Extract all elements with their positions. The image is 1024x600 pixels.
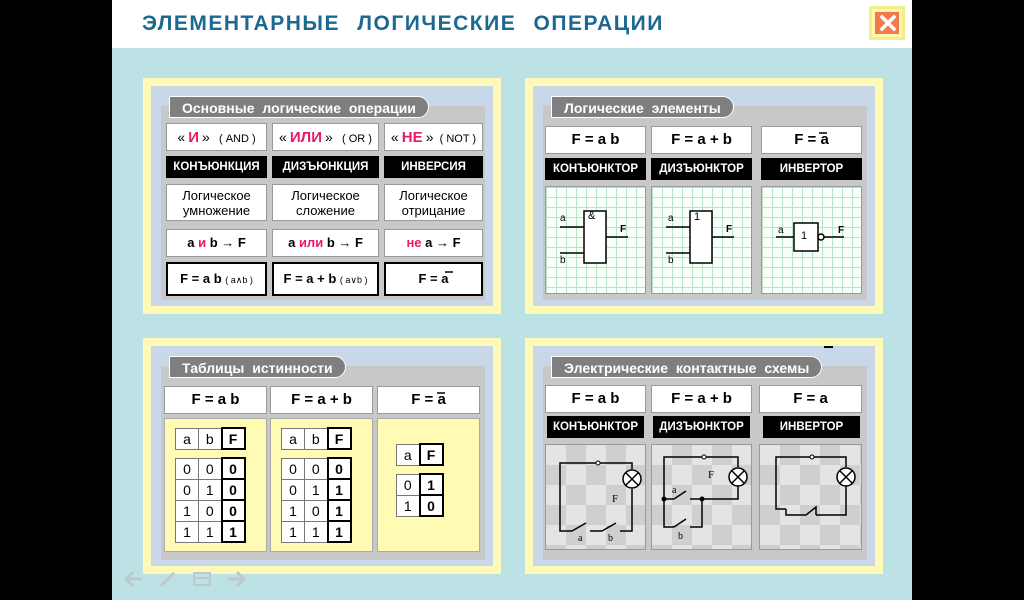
op-and-label: « И » ( AND ) xyxy=(166,123,267,151)
panel-basic-operations: Основные логические операции « И » ( AND… xyxy=(143,78,501,314)
term-disjunction: ДИЗЪЮНКЦИЯ xyxy=(272,156,379,178)
panel-header: Логические элементы xyxy=(551,96,734,118)
expr-and: a и b → F xyxy=(166,229,267,257)
truth-formula-and: F = a b xyxy=(164,386,267,414)
circuit-formula-and: F = a b xyxy=(545,385,646,413)
circuit-formula-not: F = a xyxy=(759,385,862,413)
term-inverter: ИНВЕРТОР xyxy=(761,158,862,180)
series-circuit-diagram: F a b xyxy=(545,444,646,550)
and-gate-diagram: & a b F xyxy=(545,186,646,294)
truth-formula-or: F = a + b xyxy=(270,386,373,414)
menu-icon[interactable] xyxy=(192,570,212,593)
element-formula-and: F = a b xyxy=(545,126,646,154)
or-gate-icon xyxy=(666,210,734,264)
panel-contact-circuits: Электрические контактные схемы F = a b К… xyxy=(525,338,883,574)
panel-header: Таблицы истинности xyxy=(169,356,346,378)
series-circuit-icon xyxy=(559,460,642,532)
panel-logic-elements: Логические элементы F = a b КОНЪЮНКТОР &… xyxy=(525,78,883,314)
panel-header: Основные логические операции xyxy=(169,96,429,118)
page-title: ЭЛЕМЕНТАРНЫЕ ЛОГИЧЕСКИЕ ОПЕРАЦИИ xyxy=(142,12,664,35)
parallel-circuit-diagram: F a b xyxy=(651,444,752,550)
parallel-circuit-icon xyxy=(661,454,748,528)
formula-or: F = a + b ( a∨b ) xyxy=(272,262,379,296)
divider xyxy=(824,346,833,348)
inverter-circuit-diagram xyxy=(759,444,862,550)
truth-formula-not: F = a xyxy=(377,386,480,414)
or-gate-diagram: 1 a b F xyxy=(651,186,752,294)
pen-icon[interactable] xyxy=(158,570,178,593)
circuit-term-conjunctor: КОНЪЮНКТОР xyxy=(547,416,644,438)
circuit-term-inverter: ИНВЕРТОР xyxy=(763,416,860,438)
and-gate-icon xyxy=(560,210,628,264)
term-disjunctor: ДИЗЪЮНКТОР xyxy=(651,158,752,180)
not-gate-diagram: 1 a F xyxy=(761,186,862,294)
close-button[interactable] xyxy=(869,6,905,40)
circuit-formula-or: F = a + b xyxy=(651,385,752,413)
element-formula-or: F = a + b xyxy=(651,126,752,154)
op-or-label: « ИЛИ » ( OR ) xyxy=(272,123,379,151)
expr-not: не a → F xyxy=(384,229,483,257)
formula-not: F = a xyxy=(384,262,483,296)
formula-and: F = a b ( a∧b ) xyxy=(166,262,267,296)
slide: ЭЛЕМЕНТАРНЫЕ ЛОГИЧЕСКИЕ ОПЕРАЦИИ Основны… xyxy=(112,0,912,600)
panel-truth-tables: Таблицы истинности F = a b F = a + b F =… xyxy=(143,338,501,574)
term-conjunctor: КОНЪЮНКТОР xyxy=(545,158,646,180)
circuit-term-disjunctor: ДИЗЪЮНКТОР xyxy=(653,416,750,438)
expr-or: a или b → F xyxy=(272,229,379,257)
element-formula-not: F = a xyxy=(761,126,862,154)
term-conjunction: КОНЪЮНКЦИЯ xyxy=(166,156,267,178)
title-bar: ЭЛЕМЕНТАРНЫЕ ЛОГИЧЕСКИЕ ОПЕРАЦИИ xyxy=(112,0,912,48)
op-not-label: « НЕ » ( NOT ) xyxy=(384,123,483,151)
term-inversion: ИНВЕРСИЯ xyxy=(384,156,483,178)
not-gate-icon xyxy=(776,222,844,252)
close-icon xyxy=(879,14,897,32)
inverter-circuit-icon xyxy=(775,454,856,516)
forward-arrow-icon[interactable] xyxy=(226,570,247,593)
panel-header: Электрические контактные схемы xyxy=(551,356,823,378)
back-arrow-icon[interactable] xyxy=(123,570,144,593)
